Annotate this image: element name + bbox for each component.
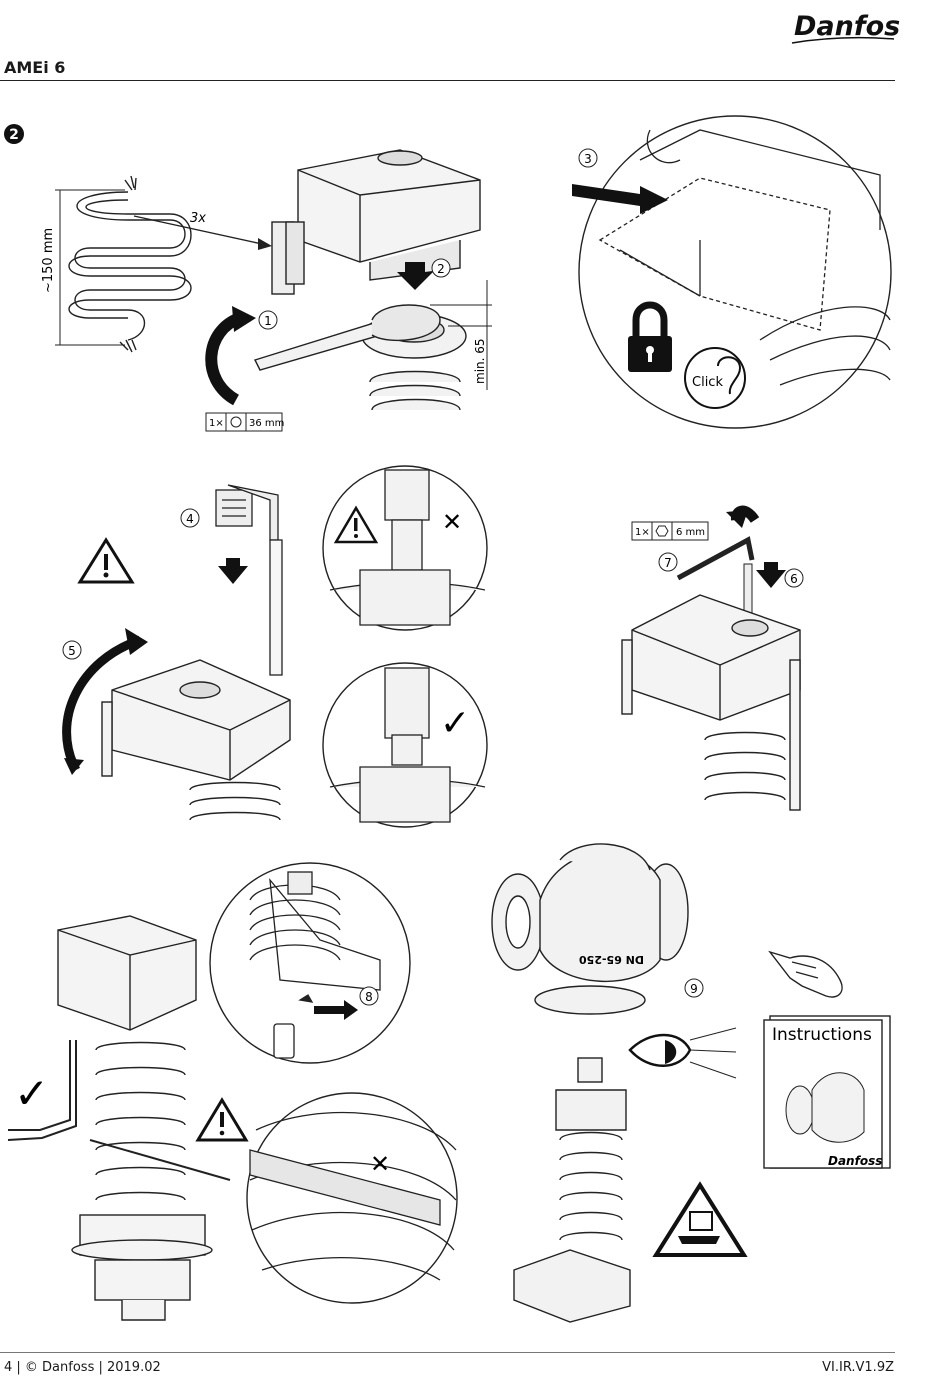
min-height-label: min. 65 [473, 338, 487, 384]
wrong-mark: ✕ [442, 508, 462, 536]
eye-icon [628, 1027, 737, 1079]
min-height-dimension [430, 280, 492, 390]
footer-doc-code: VI.IR.V1.9Z [822, 1360, 894, 1375]
svg-text:Danfoss: Danfoss [828, 1154, 882, 1168]
arrow-right-icon [572, 184, 668, 214]
logo-text: Danfoss [794, 11, 900, 42]
step-badge-5: 5 [62, 640, 82, 660]
actuator-drawing-3 [621, 594, 801, 811]
actuator-drawing-1 [271, 149, 481, 295]
step-badge-2: 2 [431, 258, 451, 278]
stem-right-drawing [329, 667, 486, 823]
step-badge-3: 3 [578, 148, 598, 168]
step-badge-4: 4 [180, 508, 200, 528]
instructions-booklet: Instructions Danfoss [763, 1015, 891, 1169]
svg-text:6 mm: 6 mm [676, 527, 705, 538]
arrow-down-icon [397, 262, 433, 290]
svg-text:36 mm: 36 mm [249, 418, 284, 429]
pressure-controller-drawing [513, 1057, 631, 1323]
step-badge-7: 7 [658, 552, 678, 572]
cable-count-label: 3x [190, 211, 206, 226]
svg-text:Instructions: Instructions [772, 1025, 872, 1045]
cable-drawing [7, 1040, 231, 1181]
valve-stem-with-wrench [254, 304, 467, 411]
danfoss-logo: Danfoss [791, 11, 900, 44]
arrow-right-icon [314, 1000, 358, 1020]
hexkey-tool-box: 1× 6 mm [631, 521, 709, 541]
svg-text:9: 9 [690, 982, 698, 996]
hex-key-drawing [676, 536, 755, 581]
svg-text:2: 2 [9, 127, 19, 143]
wrong-mark: ✕ [370, 1150, 390, 1178]
warning-triangle-icon [195, 1097, 249, 1142]
padlock-icon [628, 301, 672, 372]
wrench-tool-box: 1× 36 mm [205, 412, 284, 432]
svg-text:1: 1 [264, 314, 272, 328]
footer-rule [0, 1352, 895, 1353]
rotate-arrow-icon [205, 312, 243, 406]
cable-coil-drawing [68, 175, 192, 353]
svg-text:3: 3 [584, 152, 592, 166]
svg-text:5: 5 [68, 644, 76, 658]
step-badge-1: 1 [258, 310, 278, 330]
stem-wrong-drawing [329, 469, 486, 626]
svg-text:Click: Click [692, 375, 723, 390]
actuator-on-valve-drawing [57, 915, 213, 1321]
step-badge-8: 8 [359, 986, 379, 1006]
click-ear-icon: Click [684, 347, 746, 409]
warning-triangle-icon [333, 505, 379, 544]
actuator-drawing-2 [101, 659, 291, 821]
svg-text:2: 2 [437, 262, 445, 276]
svg-text:4: 4 [186, 512, 194, 526]
cable-arrow [133, 215, 263, 245]
step-badge-6: 6 [784, 568, 804, 588]
header-rule [0, 80, 895, 81]
cable-detail-drawing [249, 1111, 457, 1281]
right-mark: ✓ [440, 703, 470, 744]
clip-detail-drawing [249, 871, 381, 1059]
cable-length-label: ~150 mm [41, 228, 56, 293]
rotate-arrow-icon [62, 635, 142, 773]
svg-text:1×: 1× [209, 418, 224, 429]
valve-body-drawing [491, 843, 689, 1015]
heavy-weight-warning-icon [652, 1181, 748, 1257]
detail-circle-clip [209, 862, 411, 1064]
product-title: AMEi 6 [4, 58, 66, 77]
svg-text:6: 6 [790, 572, 798, 586]
spring-clip-drawing [215, 484, 283, 676]
cable-arrowhead [258, 238, 272, 250]
step-badge-9: 9 [684, 978, 704, 998]
svg-text:7: 7 [664, 556, 672, 570]
arrow-down-icon [218, 558, 248, 584]
pointing-hand-icon [768, 950, 843, 998]
svg-text:8: 8 [365, 990, 373, 1004]
arrow-down-icon [756, 562, 786, 588]
valve-marking-text: DN 65-250 [579, 953, 644, 966]
screw-drawing [743, 563, 753, 615]
warning-triangle-icon [77, 537, 135, 584]
svg-text:1×: 1× [635, 527, 650, 538]
section-number-badge: 2 [4, 124, 24, 144]
footer-page-info: 4 | © Danfoss | 2019.02 [4, 1360, 161, 1375]
cable-length-dimension [55, 189, 125, 346]
right-mark: ✓ [14, 1069, 49, 1118]
bracket-detail-drawing [598, 129, 891, 386]
